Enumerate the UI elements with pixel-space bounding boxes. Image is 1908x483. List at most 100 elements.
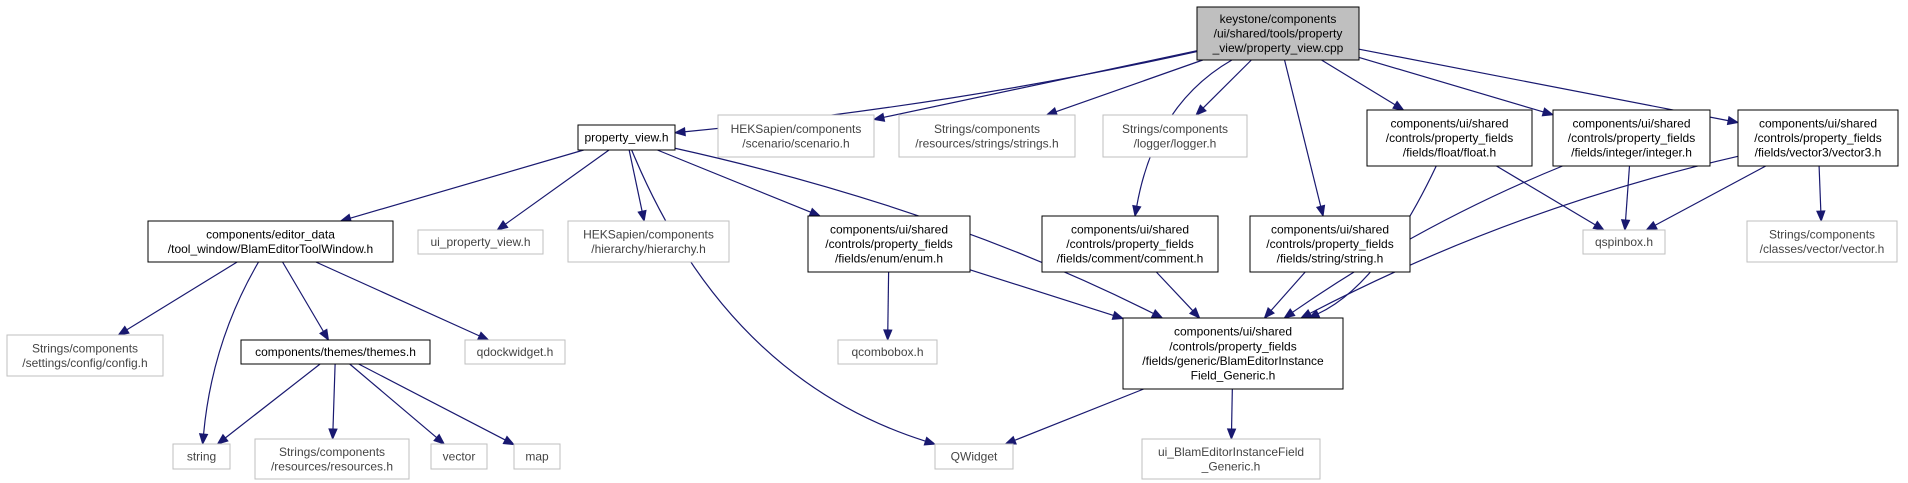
edge-property_view-to-hierarchy xyxy=(628,149,647,223)
node-box xyxy=(1196,6,1360,61)
edge-property_view-to-toolwindow xyxy=(339,149,584,223)
node-label-line: Strings/components xyxy=(32,341,138,355)
arrowhead-icon xyxy=(872,112,886,122)
node-box xyxy=(1552,109,1711,167)
edge-line xyxy=(1202,59,1252,109)
node-logger: Strings/components/logger/logger.h xyxy=(1102,114,1248,158)
node-string-h[interactable]: components/ui/shared/controls/property_f… xyxy=(1249,215,1411,273)
arrowhead-icon xyxy=(637,209,647,223)
nodes-layer: keystone/components/ui/shared/tools/prop… xyxy=(6,6,1899,480)
node-label-line: /resources/strings/strings.h xyxy=(915,136,1058,150)
edge-line xyxy=(282,261,324,332)
edge-line xyxy=(1321,59,1396,106)
node-property-view[interactable]: property_view.h xyxy=(577,124,676,151)
node-label-line: /tool_window/BlamEditorToolWindow.h xyxy=(168,242,373,256)
node-label-line: components/ui/shared xyxy=(1071,222,1189,236)
node-label-line: qdockwidget.h xyxy=(477,345,554,359)
arrowhead-icon xyxy=(433,433,446,445)
arrowhead-icon xyxy=(1541,107,1555,117)
edge-line xyxy=(1358,48,1729,122)
node-box xyxy=(1366,109,1533,167)
edge-line xyxy=(631,149,926,442)
node-box xyxy=(513,443,561,470)
node-label-line: ui_property_view.h xyxy=(430,235,530,249)
node-label-line: HEKSapien/components xyxy=(731,122,862,136)
arrowhead-icon xyxy=(328,428,338,441)
edge-integer-to-generic xyxy=(1283,165,1563,319)
edge-line xyxy=(202,261,260,435)
edge-line xyxy=(887,271,890,331)
arrowhead-icon xyxy=(923,436,937,446)
node-label-line: /fields/float/float.h xyxy=(1403,146,1496,160)
node-label-line: /scenario/scenario.h xyxy=(742,136,849,150)
edge-integer-to-qspinbox xyxy=(1620,165,1631,232)
edges-layer xyxy=(117,48,1826,446)
node-label-line: /hierarchy/hierarchy.h xyxy=(591,242,706,256)
node-label-line: /fields/string/string.h xyxy=(1277,252,1384,266)
edge-line xyxy=(1818,165,1822,212)
node-vector3[interactable]: components/ui/shared/controls/property_f… xyxy=(1737,109,1899,167)
edge-root-to-float xyxy=(1321,59,1405,111)
edge-toolwindow-to-config xyxy=(117,261,238,336)
node-label-line: components/ui/shared xyxy=(1271,222,1389,236)
arrowhead-icon xyxy=(1045,107,1059,116)
node-comment[interactable]: components/ui/shared/controls/property_f… xyxy=(1041,215,1219,273)
node-label-line: /controls/property_fields xyxy=(1386,131,1513,145)
node-label-line: components/ui/shared xyxy=(1572,116,1690,130)
node-label-line: /fields/comment/comment.h xyxy=(1057,252,1204,266)
arrowhead-icon xyxy=(319,328,330,342)
arrowhead-icon xyxy=(1620,219,1631,232)
edge-root-to-logger xyxy=(1195,59,1252,116)
node-themes[interactable]: components/themes/themes.h xyxy=(240,339,431,365)
edge-line xyxy=(1496,165,1596,226)
edge-line xyxy=(1155,271,1194,312)
arrowhead-icon xyxy=(1150,309,1164,319)
node-label-line: components/editor_data xyxy=(206,227,335,241)
node-config: Strings/components/settings/config/confi… xyxy=(6,334,164,377)
node-ui-generic: ui_BlamEditorInstanceField_Generic.h xyxy=(1141,438,1321,480)
edge-themes-to-resources xyxy=(328,363,338,441)
node-label-line: /ui/shared/tools/property xyxy=(1214,27,1343,41)
node-label-line: _Generic.h xyxy=(1201,459,1261,473)
edge-property_view-to-qwidget xyxy=(631,149,937,446)
node-box xyxy=(577,124,676,151)
node-generic[interactable]: components/ui/shared/controls/property_f… xyxy=(1122,317,1344,390)
node-toolwindow[interactable]: components/editor_data/tool_window/BlamE… xyxy=(147,220,394,263)
node-box xyxy=(6,334,164,377)
arrowhead-icon xyxy=(1263,306,1275,320)
node-root[interactable]: keystone/components/ui/shared/tools/prop… xyxy=(1196,6,1360,61)
edge-line xyxy=(126,261,238,331)
edge-enum-to-qcombobox xyxy=(883,271,893,342)
edge-vector3-to-vector_h xyxy=(1816,165,1826,223)
node-box xyxy=(1102,114,1248,158)
node-resources: Strings/components/resources/resources.h xyxy=(254,438,410,480)
edge-themes-to-string xyxy=(216,363,321,445)
node-label-line: /controls/property_fields xyxy=(1266,237,1393,251)
node-box xyxy=(172,443,231,470)
edge-generic-to-ui_generic xyxy=(1226,388,1237,441)
edge-themes-to-vector xyxy=(349,363,446,445)
edge-toolwindow-to-qdockwidget xyxy=(315,261,490,341)
node-qspinbox: qspinbox.h xyxy=(1582,229,1666,255)
arrowhead-icon xyxy=(1283,308,1296,319)
node-vector-h: Strings/components/classes/vector/vector… xyxy=(1746,220,1898,263)
node-float[interactable]: components/ui/shared/controls/property_f… xyxy=(1366,109,1533,167)
node-label-line: QWidget xyxy=(951,450,998,464)
arrowhead-icon xyxy=(1299,308,1313,319)
edge-float-to-qspinbox xyxy=(1496,165,1606,231)
node-box xyxy=(807,215,971,273)
node-box xyxy=(417,229,544,255)
node-ui-property-view: ui_property_view.h xyxy=(417,229,544,255)
arrowhead-icon xyxy=(502,435,516,446)
node-label-line: /controls/property_fields xyxy=(1066,237,1193,251)
edge-line xyxy=(1309,155,1739,314)
arrowhead-icon xyxy=(1726,115,1740,126)
node-scenario: HEKSapien/components/scenario/scenario.h xyxy=(717,114,875,158)
node-enum[interactable]: components/ui/shared/controls/property_f… xyxy=(807,215,971,273)
node-label-line: HEKSapien/components xyxy=(583,227,714,241)
node-integer[interactable]: components/ui/shared/controls/property_f… xyxy=(1552,109,1711,167)
edge-property_view-to-enum xyxy=(657,149,822,217)
node-label-line: components/ui/shared xyxy=(1174,325,1292,339)
node-box xyxy=(934,443,1014,470)
